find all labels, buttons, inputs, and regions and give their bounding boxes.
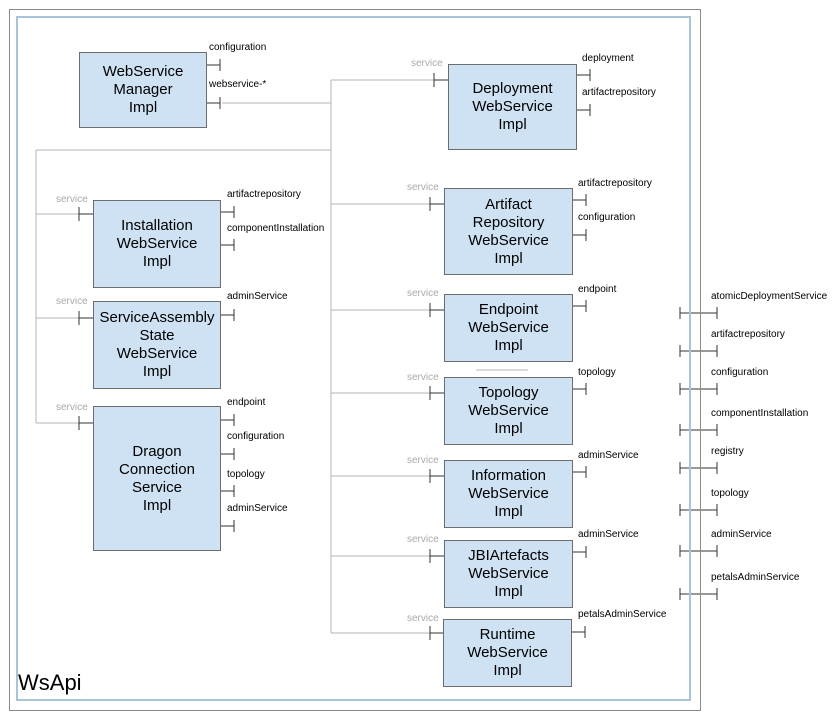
service-label: service <box>411 58 443 69</box>
port-label: webservice-* <box>209 79 267 90</box>
service-label: service <box>407 288 439 299</box>
port-label: configuration <box>578 212 636 223</box>
port-label: topology <box>578 367 616 378</box>
external-port-label: petalsAdminService <box>711 572 800 583</box>
external-port-label: adminService <box>711 529 772 540</box>
deployment-webservice-impl[interactable]: Deployment WebService Impl <box>448 64 577 150</box>
external-port-label: atomicDeploymentService <box>711 291 828 302</box>
artifact-repository-webservice-impl[interactable]: Artifact Repository WebService Impl <box>444 188 573 275</box>
port-label: adminService <box>578 450 639 461</box>
port-label: deployment <box>582 53 634 64</box>
topology-webservice-impl[interactable]: Topology WebService Impl <box>444 377 573 445</box>
service-label: service <box>407 613 439 624</box>
port-label: endpoint <box>578 284 617 295</box>
container-label: WsApi <box>18 670 82 695</box>
external-port-label: registry <box>711 446 744 457</box>
port-label: adminService <box>227 291 288 302</box>
service-label: service <box>56 194 88 205</box>
external-port-label: configuration <box>711 367 769 378</box>
external-port-label: topology <box>711 488 749 499</box>
service-label: service <box>56 296 88 307</box>
port-label: adminService <box>578 529 639 540</box>
port-label: componentInstallation <box>227 223 325 234</box>
endpoint-webservice-impl[interactable]: Endpoint WebService Impl <box>444 294 573 362</box>
installation-webservice-impl[interactable]: Installation WebService Impl <box>93 200 221 288</box>
port-label: configuration <box>209 42 267 53</box>
port-label: endpoint <box>227 397 266 408</box>
service-label: service <box>407 534 439 545</box>
service-label: service <box>407 372 439 383</box>
outer-frame <box>9 9 701 711</box>
port-label: topology <box>227 469 265 480</box>
dragon-connection-service-impl[interactable]: Dragon Connection Service Impl <box>93 406 221 551</box>
external-port-label: componentInstallation <box>711 408 809 419</box>
webservice-manager-impl[interactable]: WebService Manager Impl <box>79 52 207 128</box>
port-label: configuration <box>227 431 285 442</box>
port-label: artifactrepository <box>578 178 652 189</box>
service-label: service <box>407 182 439 193</box>
service-assembly-state-webservice-impl[interactable]: ServiceAssembly State WebService Impl <box>93 301 221 389</box>
wsapi-container <box>16 16 691 701</box>
service-label: service <box>56 402 88 413</box>
runtime-webservice-impl[interactable]: Runtime WebService Impl <box>443 619 572 687</box>
port-label: petalsAdminService <box>578 609 667 620</box>
information-webservice-impl[interactable]: Information WebService Impl <box>444 460 573 528</box>
service-label: service <box>407 455 439 466</box>
port-label: adminService <box>227 503 288 514</box>
jbi-artefacts-webservice-impl[interactable]: JBIArtefacts WebService Impl <box>444 540 573 608</box>
external-port-label: artifactrepository <box>711 329 785 340</box>
port-label: artifactrepository <box>227 189 301 200</box>
port-label: artifactrepository <box>582 87 656 98</box>
